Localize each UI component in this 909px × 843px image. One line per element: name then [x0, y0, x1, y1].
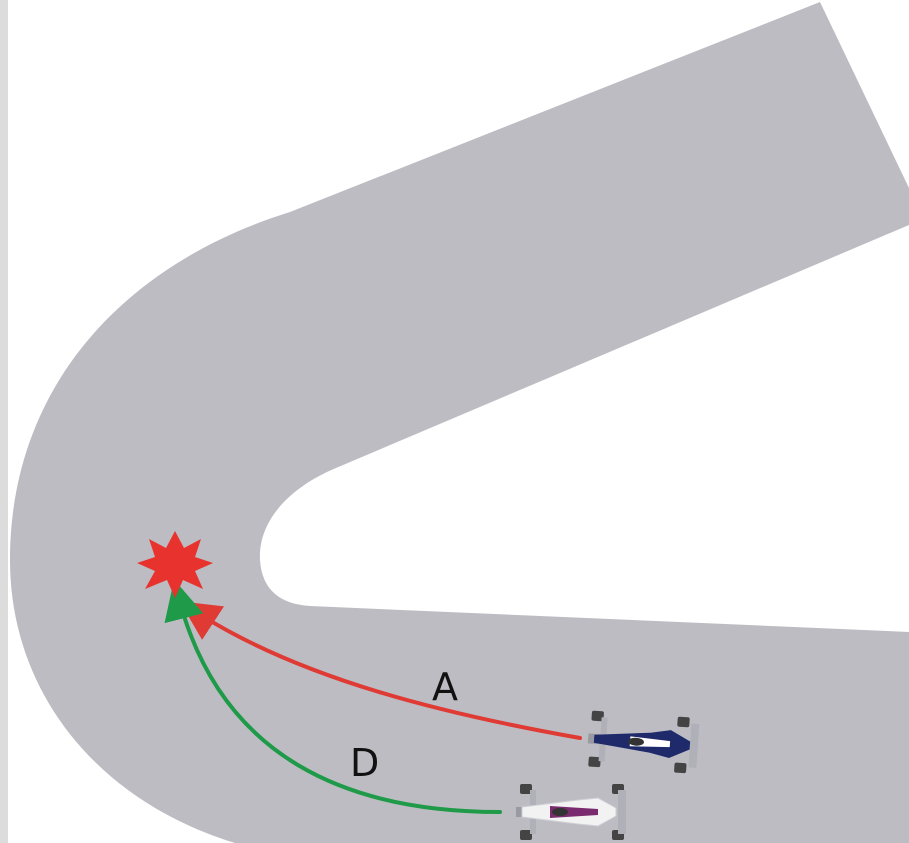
race-car-a-icon — [587, 710, 700, 774]
path-a-label: A — [432, 665, 458, 709]
left-border-strip — [0, 0, 8, 843]
collision-star-icon — [137, 531, 213, 598]
race-track — [10, 2, 909, 843]
race-car-d-icon — [516, 784, 626, 840]
path-d-arrow — [164, 579, 502, 814]
path-d-label: D — [350, 741, 379, 785]
path-a-arrow — [179, 601, 582, 740]
